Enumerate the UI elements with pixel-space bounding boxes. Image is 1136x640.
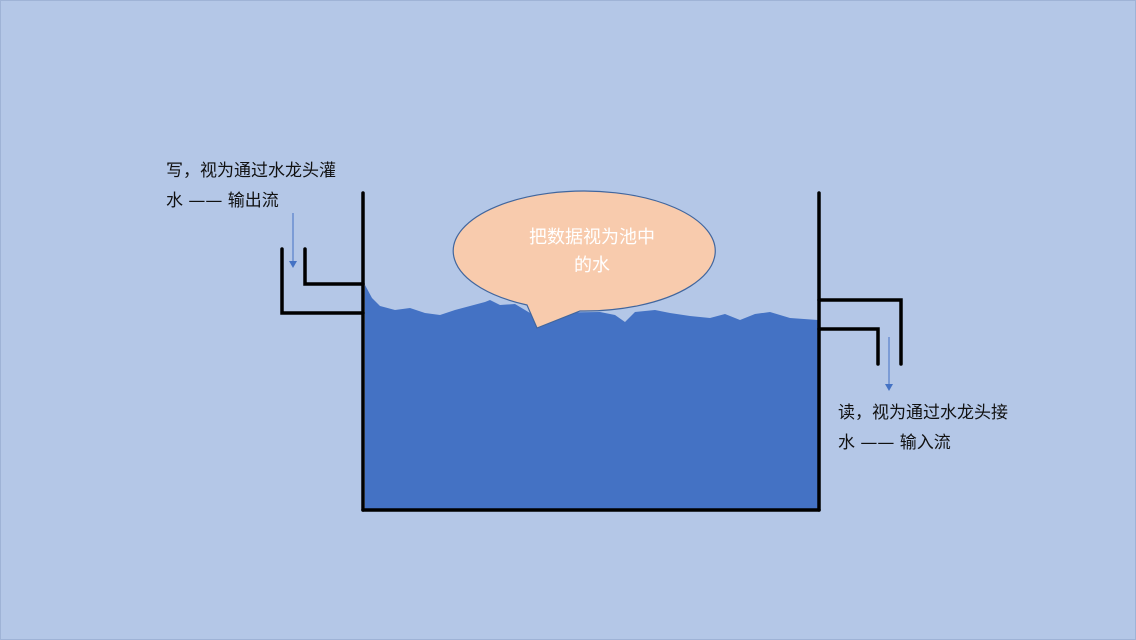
read-arrow xyxy=(885,337,893,391)
write-label: 写，视为通过水龙头灌 水 —— 输出流 xyxy=(166,156,336,216)
bubble-line1: 把数据视为池中 xyxy=(529,227,655,248)
write-arrow xyxy=(289,213,297,268)
output-faucet xyxy=(817,298,903,366)
speech-bubble xyxy=(452,190,716,329)
input-faucet xyxy=(280,247,365,315)
bubble-line2: 的水 xyxy=(574,255,610,276)
read-label-line1: 读，视为通过水龙头接 xyxy=(838,403,1008,423)
tank xyxy=(361,191,821,512)
read-label: 读，视为通过水龙头接 水 —— 输入流 xyxy=(838,398,1008,458)
bubble-text: 把数据视为池中 的水 xyxy=(500,224,684,280)
water xyxy=(365,285,818,510)
write-label-line2: 水 —— 输出流 xyxy=(166,191,279,211)
read-label-line2: 水 —— 输入流 xyxy=(838,433,951,453)
write-label-line1: 写，视为通过水龙头灌 xyxy=(166,161,336,181)
